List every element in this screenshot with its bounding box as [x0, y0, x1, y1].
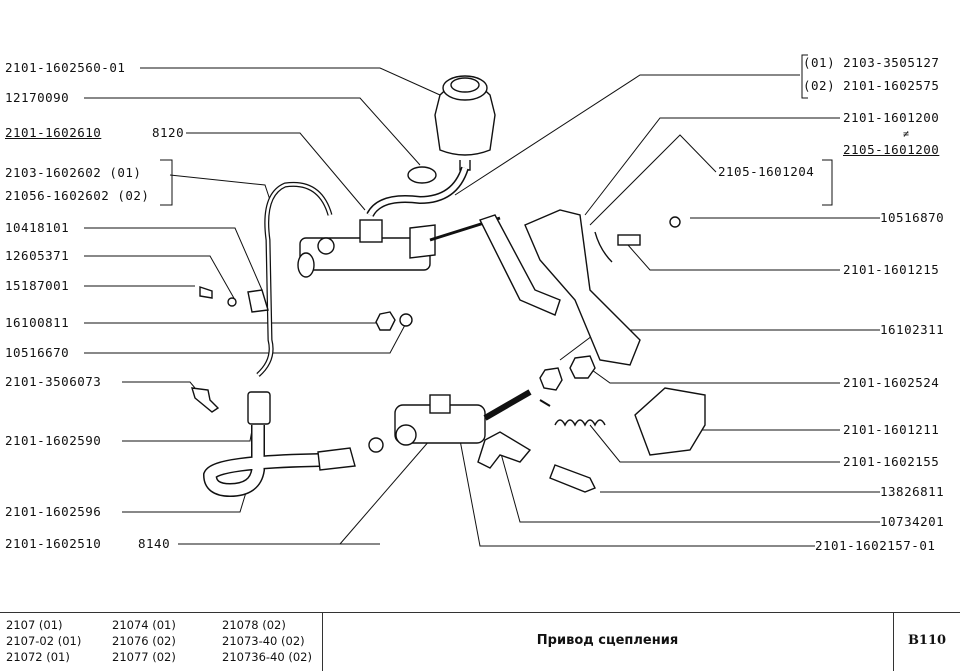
label-pipe-02: 21056-1602602 (02)	[5, 188, 150, 203]
label-nut-right: 16102311	[880, 322, 945, 337]
pin-icon	[617, 234, 641, 246]
clutch-pedal-icon	[479, 209, 641, 366]
label-lower-bracket: 2101-1602157-01	[815, 538, 936, 553]
bolt-icon	[199, 286, 213, 299]
model-item: 21073-40 (02)	[222, 634, 305, 648]
model-item: 21077 (02)	[112, 650, 176, 664]
slave-cylinder-icon	[394, 389, 532, 446]
label-pedal-alt: 2105-1601200	[843, 142, 940, 157]
bolt-icon	[549, 464, 596, 493]
label-nut-spacer: 2101-1602524	[843, 375, 940, 390]
label-hose-washer: 2101-1602596	[5, 504, 102, 519]
label-nut-washer: 10516670	[5, 345, 70, 360]
page-code: B110	[907, 633, 947, 648]
label-pedal-pad: 2101-1601211	[843, 422, 940, 437]
model-item: 210736-40 (02)	[222, 650, 312, 664]
label-clip: 10418101	[5, 220, 70, 235]
clamp-icon	[407, 166, 437, 184]
label-clamp: 12170090	[5, 90, 70, 105]
label-slave-cylinder: 2101-1602510	[5, 536, 102, 551]
master-cylinder-icon	[297, 219, 436, 278]
model-item: 21076 (02)	[112, 634, 176, 648]
clip-ring-icon	[669, 216, 681, 228]
bracket-icon	[477, 431, 532, 469]
divider	[893, 613, 894, 671]
label-washer: 12605371	[5, 248, 70, 263]
model-column-3: 21078 (02) 21073-40 (02) 210736-40 (02)	[222, 617, 312, 665]
label-reservoir: 2101-1602560-01	[5, 60, 126, 75]
label-slave-cylinder-alt: 8140	[138, 536, 171, 551]
label-spring-pin: 10734201	[880, 514, 945, 529]
label-pedal-bracket-02: (02) 2101-1602575	[803, 78, 940, 93]
label-pedal: 2101-1601200	[843, 110, 940, 125]
nut-icon	[569, 355, 596, 379]
return-spring-icon	[554, 419, 606, 427]
label-pin: 2101-1601215	[843, 262, 940, 277]
label-bracket: 2101-3506073	[5, 374, 102, 389]
washer-icon	[227, 297, 237, 307]
model-item: 2107-02 (01)	[6, 634, 82, 648]
label-master-cylinder-alt: 8120	[152, 125, 185, 140]
nut-icon	[539, 367, 563, 391]
label-pedal-part: 2105-1601204	[718, 164, 815, 179]
clutch-drive-diagram	[84, 54, 880, 547]
washer-icon	[399, 313, 413, 327]
parts-drawing	[191, 75, 706, 498]
hose-end-icon	[317, 447, 356, 471]
label-bolt: 15187001	[5, 278, 70, 293]
model-item: 21078 (02)	[222, 618, 286, 632]
model-column-2: 21074 (01) 21076 (02) 21077 (02)	[112, 617, 176, 665]
model-item: 2107 (01)	[6, 618, 63, 632]
label-lock-ring: 10516870	[880, 210, 945, 225]
spring-clip-icon	[594, 231, 613, 263]
label-bolt-right: 13826811	[880, 484, 945, 499]
reservoir-icon	[434, 75, 496, 171]
label-pipe-01: 2103-1602602 (01)	[5, 165, 142, 180]
label-spring: 2101-1602155	[843, 454, 940, 469]
divider	[322, 613, 323, 671]
hose-fitting-icon	[247, 391, 271, 425]
model-item: 21072 (01)	[6, 650, 70, 664]
label-nut: 16100811	[5, 315, 70, 330]
nut-icon	[375, 311, 396, 331]
footer-table: 2107 (01) 2107-02 (01) 21072 (01) 21074 …	[0, 612, 960, 671]
model-item: 21074 (01)	[112, 618, 176, 632]
clip-icon	[247, 289, 269, 313]
model-column-1: 2107 (01) 2107-02 (01) 21072 (01)	[6, 617, 81, 665]
bracket-icon	[191, 387, 220, 413]
pedal-pad-icon	[634, 387, 706, 456]
page-title: Привод сцепления	[536, 633, 679, 648]
label-hose: 2101-1602590	[5, 433, 102, 448]
washer-icon	[368, 437, 384, 453]
label-pedal-bracket-01: (01) 2103-3505127	[803, 55, 940, 70]
label-not-equal-sign: ≠	[903, 129, 910, 140]
label-master-cylinder: 2101-1602610	[5, 125, 102, 140]
